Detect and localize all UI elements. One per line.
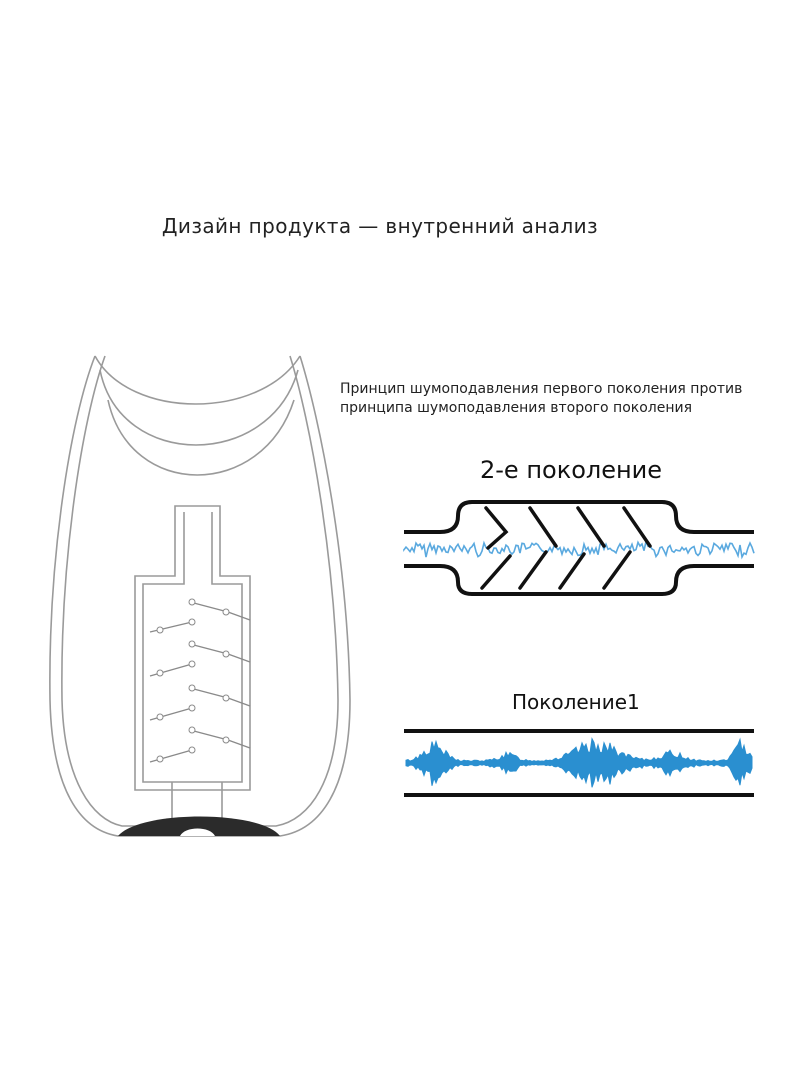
gen1-noise-wave	[405, 737, 753, 788]
device-rib-nodes	[156, 598, 230, 763]
gen2-baffles	[480, 506, 652, 590]
gen2-chamber	[404, 500, 754, 596]
caption-line-2: принципа шумоподавления второго поколени…	[340, 400, 693, 416]
gen2-noise-wave	[403, 538, 755, 560]
device-base	[118, 816, 280, 836]
comparison-caption: Принцип шумоподавления первого поколения…	[340, 380, 780, 418]
page-title: Дизайн продукта — внутренний анализ	[161, 214, 599, 238]
gen2-label: 2-е поколение	[480, 456, 663, 484]
caption-line-1: Принцип шумоподавления первого поколения…	[340, 381, 743, 397]
gen1-label: Поколение1	[512, 690, 640, 714]
